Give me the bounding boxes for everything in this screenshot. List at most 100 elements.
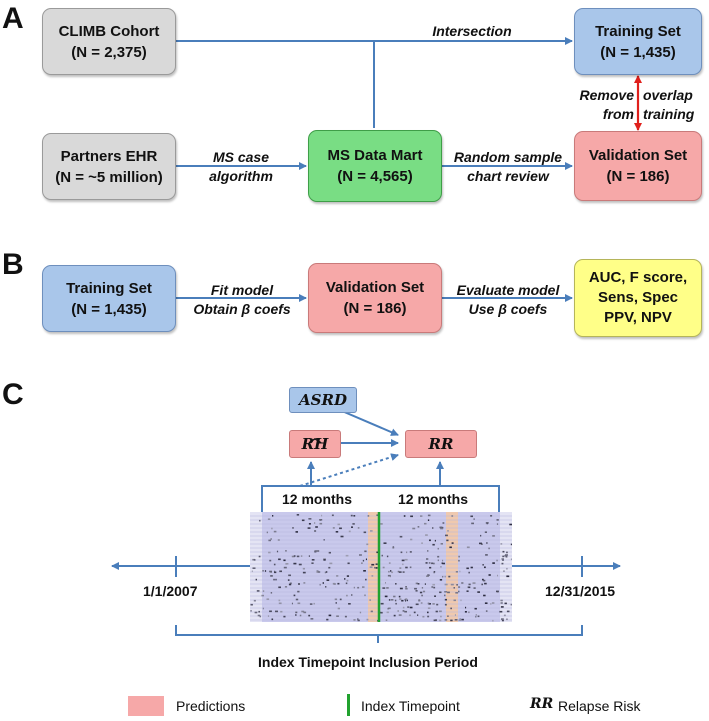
heatmap-cell [376, 514, 379, 516]
heatmap-cell [402, 606, 405, 609]
heatmap-cell [250, 603, 253, 606]
heatmap-cell [505, 554, 508, 556]
heatmap-cell [492, 562, 495, 564]
heatmap-cell [442, 575, 444, 578]
heatmap-cell [326, 618, 329, 621]
heatmap-cell [402, 563, 404, 566]
heatmap-cell [334, 598, 338, 601]
heatmap-cell [362, 559, 365, 562]
rh-text: RH [301, 435, 329, 453]
intersection-label: Intersection [432, 23, 512, 39]
heatmap-cell [253, 599, 256, 602]
heatmap-cell [441, 562, 443, 564]
heatmap-cell [357, 586, 360, 589]
heatmap-cell [386, 587, 389, 589]
heatmap-cell [374, 566, 376, 569]
rh-hat-symbol: ︿ RH [301, 431, 329, 453]
heatmap-cell [497, 574, 498, 577]
heatmap-cell [345, 582, 348, 585]
heatmap-cell [261, 594, 264, 597]
heatmap-cell [459, 570, 461, 573]
heatmap-cell [434, 539, 436, 542]
predictions-swatch [128, 696, 164, 716]
climb-cohort-box: CLIMB Cohort (N = 2,375) [42, 8, 176, 75]
heatmap-cell [481, 583, 483, 586]
heatmap-cell [451, 542, 454, 544]
heatmap-edge-right [500, 512, 512, 622]
heatmap-cell [456, 584, 458, 586]
heatmap-cell [366, 618, 369, 621]
heatmap-cell [295, 531, 298, 533]
heatmap-cell [391, 571, 393, 574]
heatmap-cell [424, 583, 426, 585]
heatmap-cell [500, 602, 503, 604]
heatmap-cell [319, 522, 323, 525]
heatmap-cell [345, 554, 349, 557]
heatmap-cell [439, 619, 442, 622]
heatmap-cell [348, 603, 351, 605]
fit-line-1: Fit model [210, 282, 274, 298]
heatmap-cell [357, 527, 360, 529]
heatmap-cell [426, 558, 429, 560]
heatmap-cell [258, 610, 260, 613]
heatmap-cell [255, 578, 257, 581]
heatmap-cell [293, 594, 296, 597]
heatmap-cell [440, 527, 444, 530]
heatmap-cell [466, 590, 469, 592]
heatmap-cell [388, 599, 391, 601]
index-timepoint-swatch [347, 694, 350, 716]
datamart-count: (N = 4,565) [337, 168, 413, 185]
partners-title: Partners EHR [60, 147, 158, 165]
heatmap-cell [250, 610, 252, 612]
heatmap-cell [329, 562, 333, 565]
heatmap-cell [427, 607, 431, 609]
heatmap-cell [485, 554, 488, 556]
asrd-box: ASRD [289, 387, 357, 413]
heatmap-cell [501, 619, 504, 622]
heatmap-cell [444, 594, 446, 597]
heatmap-cell [442, 562, 445, 565]
heatmap-cell [266, 531, 268, 534]
remove-line: Remove [579, 87, 634, 103]
heatmap-cell [337, 607, 340, 610]
heatmap-cell [383, 542, 387, 544]
datamart-title: MS Data Mart [327, 147, 423, 164]
heatmap-cell [405, 600, 406, 602]
heatmap-cell [501, 558, 504, 560]
heatmap-cell [496, 590, 499, 593]
ms-case-line-2: algorithm [209, 168, 273, 184]
heatmap-cell [278, 586, 281, 589]
heatmap-cell [388, 562, 391, 564]
heatmap-cell [353, 586, 355, 589]
heatmap-cell [385, 582, 386, 584]
partners-ehr-box: Partners EHR (N = ~5 million) [42, 133, 176, 200]
heatmap-cell [399, 567, 402, 569]
heatmap-cell [436, 603, 439, 606]
heatmap-cell [434, 595, 436, 597]
heatmap-cell [425, 534, 427, 536]
heatmap-cell [447, 591, 450, 594]
from-line: from [602, 106, 634, 122]
heatmap-cell [440, 543, 443, 545]
heatmap-cell [404, 558, 408, 561]
ms-data-mart-box: MS Data Mart (N = 4,565) [308, 130, 442, 202]
heatmap-cell [268, 551, 271, 554]
heatmap-cell [444, 603, 447, 606]
heatmap-cell [273, 578, 275, 581]
heatmap-cell [311, 562, 314, 564]
heatmap-cell [490, 515, 493, 517]
heatmap-cell [403, 515, 406, 517]
heatmap-cell [439, 579, 443, 581]
heatmap-cell [385, 619, 388, 621]
heatmap-cell [295, 611, 298, 614]
heatmap-cell [510, 558, 512, 561]
heatmap-cell [253, 559, 256, 561]
heatmap-cell [437, 547, 439, 550]
heatmap-cell [275, 610, 278, 613]
heatmap-cell [397, 570, 400, 573]
heatmap-cell [353, 619, 356, 621]
heatmap-cell [392, 546, 395, 548]
heatmap-cell [479, 542, 482, 545]
panel-label-a: A [2, 2, 24, 35]
heatmap-cell [438, 610, 442, 613]
